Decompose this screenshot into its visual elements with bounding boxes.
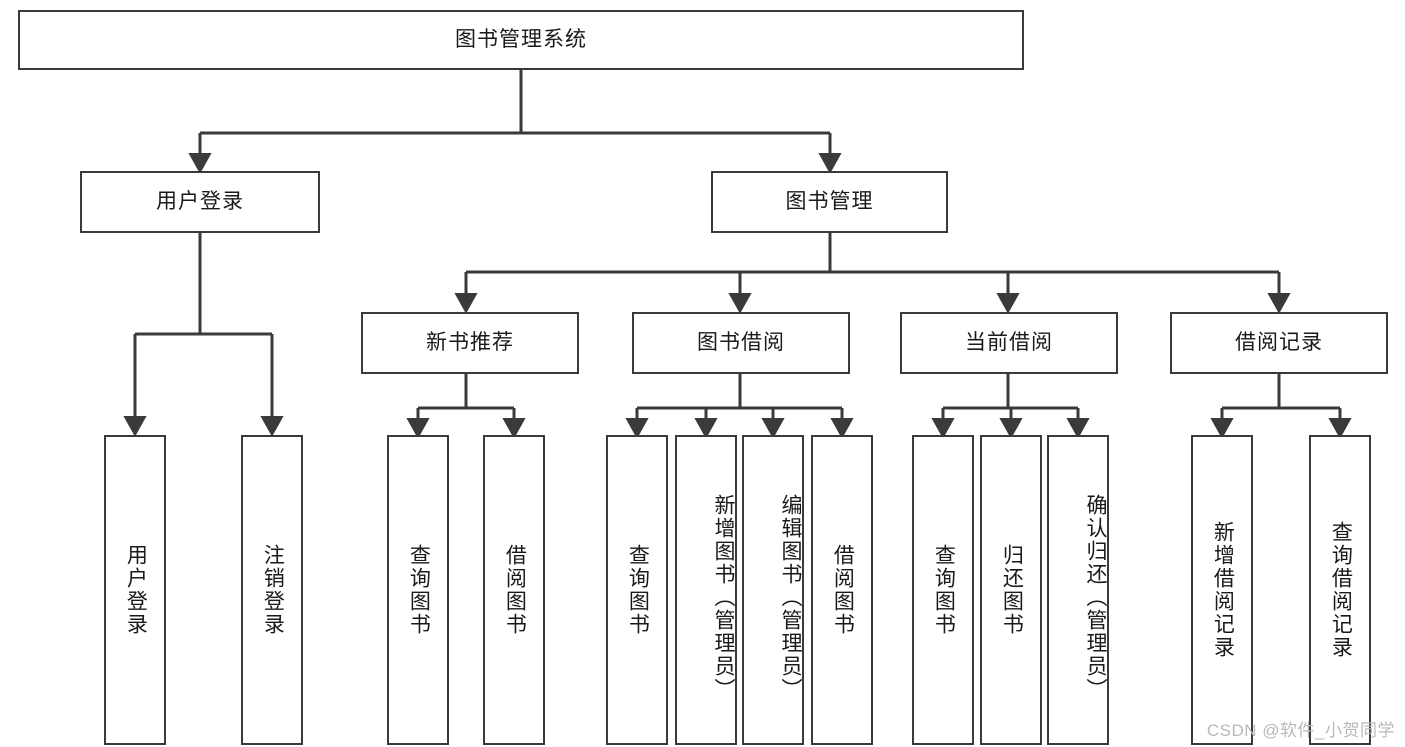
leaf-user-login-signin[interactable]: 用户登录 [104, 435, 166, 745]
leaf-book-borrow-add[interactable]: 新增图书（管理员） [675, 435, 737, 745]
node-root-system[interactable]: 图书管理系统 [18, 10, 1024, 70]
leaf-new-book-query[interactable]: 查询图书 [387, 435, 449, 745]
leaf-current-borrow-confirm-return[interactable]: 确认归还（管理员） [1047, 435, 1109, 745]
node-user-login[interactable]: 用户登录 [80, 171, 320, 233]
node-book-borrow[interactable]: 图书借阅 [632, 312, 850, 374]
leaf-book-borrow-edit[interactable]: 编辑图书（管理员） [742, 435, 804, 745]
node-new-book-recommend[interactable]: 新书推荐 [361, 312, 579, 374]
node-current-borrow[interactable]: 当前借阅 [900, 312, 1118, 374]
leaf-borrow-record-add[interactable]: 新增借阅记录 [1191, 435, 1253, 745]
leaf-book-borrow-query[interactable]: 查询图书 [606, 435, 668, 745]
leaf-current-borrow-query[interactable]: 查询图书 [912, 435, 974, 745]
watermark-text: CSDN @软件_小贺同学 [1206, 721, 1395, 740]
leaf-borrow-record-query[interactable]: 查询借阅记录 [1309, 435, 1371, 745]
node-borrow-record[interactable]: 借阅记录 [1170, 312, 1388, 374]
leaf-user-login-signout[interactable]: 注销登录 [241, 435, 303, 745]
leaf-book-borrow-borrow[interactable]: 借阅图书 [811, 435, 873, 745]
leaf-current-borrow-return[interactable]: 归还图书 [980, 435, 1042, 745]
node-book-management[interactable]: 图书管理 [711, 171, 948, 233]
leaf-new-book-borrow[interactable]: 借阅图书 [483, 435, 545, 745]
